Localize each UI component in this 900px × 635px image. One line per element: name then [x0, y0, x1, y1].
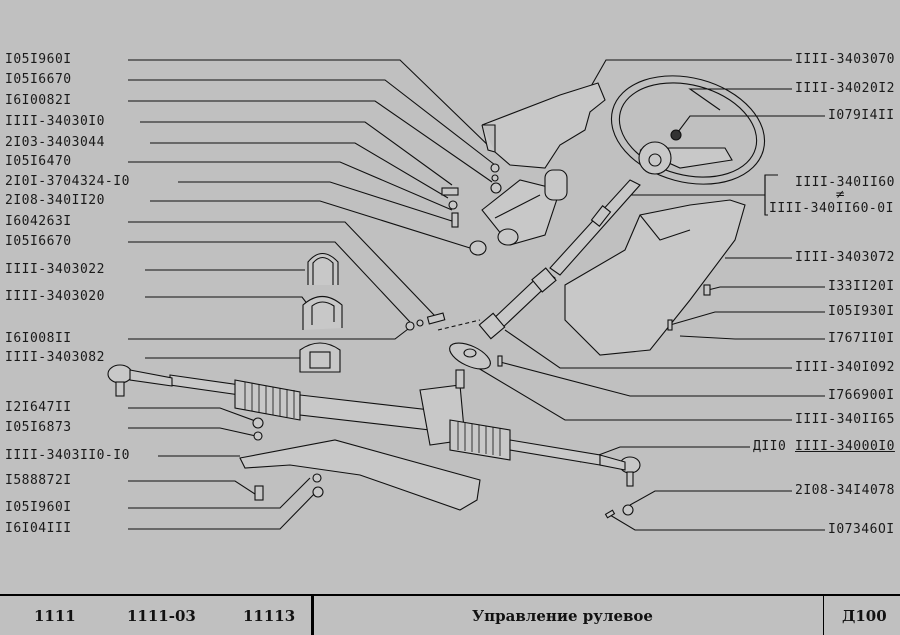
leader-lines-left: [128, 59, 496, 530]
part-label-right[interactable]: IIII-340II65: [794, 412, 896, 427]
part-label-left[interactable]: 2I0I-3704324-I0: [4, 174, 131, 189]
part-label-left[interactable]: I2I647II: [4, 400, 73, 415]
bolt-set: [405, 284, 711, 331]
part-label-right[interactable]: I079I4II: [827, 108, 896, 123]
part-label-left[interactable]: I05I960I: [4, 500, 73, 515]
part-label-left[interactable]: IIII-34030I0: [4, 114, 106, 129]
model-code: 1111: [34, 606, 76, 625]
part-label-right[interactable]: IIII-34020I2: [794, 81, 896, 96]
part-label-left[interactable]: I604263I: [4, 214, 73, 229]
part-label-right[interactable]: I33II20I: [827, 279, 896, 294]
part-label-right[interactable]: IIII-340II60-0I: [768, 201, 895, 216]
part-label-right[interactable]: I767II0I: [827, 331, 896, 346]
part-label-right[interactable]: I07346OI: [827, 522, 896, 537]
part-label-left[interactable]: I6I0082I: [4, 93, 73, 108]
part-label-left[interactable]: IIII-3403020: [4, 289, 106, 304]
model-code: 1111-03: [127, 606, 196, 625]
upper-column-cover: [481, 82, 606, 169]
exploded-view-drawing: [107, 59, 825, 531]
parts-diagram: I05I960I I05I6670 I6I0082I IIII-34030I0 …: [4, 52, 896, 537]
part-label-left[interactable]: I05I6873: [4, 420, 73, 435]
part-label-left[interactable]: I05I960I: [4, 52, 73, 67]
fasteners-upper: [441, 163, 502, 256]
part-label-left[interactable]: IIII-3403II0-I0: [4, 448, 131, 463]
column-mounting-bracket: [481, 169, 568, 246]
part-label-right[interactable]: 2I08-34I4078: [794, 483, 896, 498]
part-label-left[interactable]: 2I03-3403044: [4, 135, 106, 150]
title-divider: [311, 596, 314, 635]
lower-column-cover: [564, 199, 746, 356]
not-interchangeable-mark: ≠: [835, 187, 846, 201]
part-label-left[interactable]: I6I008II: [4, 331, 73, 346]
fasteners-lower: [252, 417, 634, 519]
part-label-right[interactable]: IIII-3403070: [794, 52, 896, 67]
leader-lines-right: [467, 59, 825, 531]
pinion-cover: [449, 342, 503, 370]
intermediate-shaft: [478, 267, 557, 340]
assembly-prefix: ДII0: [752, 439, 788, 454]
title-block: 1111 1111-03 11113 Управление рулевое Д1…: [0, 594, 900, 635]
part-label-left[interactable]: I05I6670: [4, 72, 73, 87]
part-label-left[interactable]: IIII-3403082: [4, 350, 106, 365]
part-label-right[interactable]: IIII-340II60: [794, 175, 896, 190]
part-label-left[interactable]: 2I08-340II20: [4, 193, 106, 208]
part-label-left[interactable]: I05I6470: [4, 154, 73, 169]
part-label-right[interactable]: I05I930I: [827, 304, 896, 319]
part-label-right[interactable]: IIII-340I092: [794, 360, 896, 375]
part-label-left[interactable]: I6I04III: [4, 521, 73, 536]
steering-shaft: [549, 179, 641, 276]
rack-mount-clamps: [299, 252, 343, 373]
assembly-part-label[interactable]: IIII-34000I0: [794, 439, 896, 454]
part-label-right[interactable]: IIII-3403072: [794, 250, 896, 265]
model-code: 11113: [243, 606, 296, 625]
part-label-left[interactable]: I588872I: [4, 473, 73, 488]
title-divider: [823, 596, 824, 635]
steering-wheel: [610, 75, 766, 185]
steering-rack: [107, 364, 641, 487]
diagram-title: Управление рулевое: [472, 606, 653, 625]
part-label-right[interactable]: I766900I: [827, 388, 896, 403]
part-label-left[interactable]: I05I6670: [4, 234, 73, 249]
page-code: Д100: [842, 606, 887, 625]
crossmember: [239, 439, 481, 511]
part-label-left[interactable]: IIII-3403022: [4, 262, 106, 277]
